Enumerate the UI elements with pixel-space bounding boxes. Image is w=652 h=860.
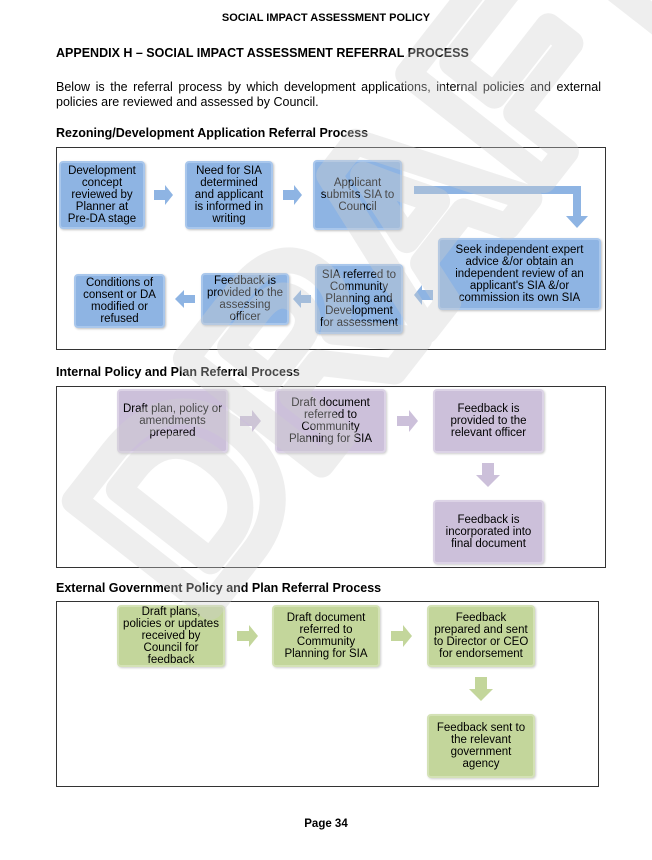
- down-arrow-icon: [476, 463, 500, 487]
- left-arrow-icon: [293, 290, 311, 308]
- process-box-sia-referred: SIA referred to Community Planning and D…: [315, 264, 403, 334]
- section-heading-external: External Government Policy and Plan Refe…: [56, 581, 382, 595]
- left-arrow-icon: [414, 285, 433, 305]
- down-arrow-icon: [469, 677, 493, 701]
- bent-arrow-icon: [414, 186, 588, 228]
- process-box-draft-plans-received: Draft plans, policies or updates receive…: [117, 605, 225, 667]
- process-box-development-concept: Development concept reviewed by Planner …: [59, 161, 145, 229]
- process-box-need-for-sia: Need for SIA determined and applicant is…: [185, 161, 273, 229]
- right-arrow-icon: [397, 410, 418, 432]
- right-arrow-icon: [240, 410, 261, 432]
- process-box-feedback-to-officer: Feedback is provided to the relevant off…: [433, 389, 544, 453]
- right-arrow-icon: [283, 185, 302, 205]
- right-arrow-icon: [154, 185, 173, 205]
- process-box-draft-plan-prepared: Draft plan, policy or amendments prepare…: [117, 389, 228, 453]
- section-heading-internal: Internal Policy and Plan Referral Proces…: [56, 365, 300, 379]
- section-heading-rezoning: Rezoning/Development Application Referra…: [56, 126, 369, 140]
- internal-process-panel: Draft plan, policy or amendments prepare…: [56, 386, 606, 568]
- process-box-feedback-incorporated: Feedback is incorporated into final docu…: [433, 500, 544, 564]
- process-box-draft-document-referred: Draft document referred to Community Pla…: [275, 389, 386, 453]
- process-box-feedback-provided: Feedback is provided to the assessing of…: [201, 273, 289, 325]
- left-arrow-icon: [175, 290, 195, 308]
- process-box-conditions-of-consent: Conditions of consent or DA modified or …: [74, 274, 165, 328]
- appendix-title: APPENDIX H – SOCIAL IMPACT ASSESSMENT RE…: [56, 46, 469, 60]
- right-arrow-icon: [391, 625, 412, 647]
- process-box-feedback-prepared: Feedback prepared and sent to Director o…: [427, 605, 535, 667]
- external-process-panel: Draft plans, policies or updates receive…: [56, 601, 599, 787]
- right-arrow-icon: [237, 625, 258, 647]
- process-box-feedback-sent: Feedback sent to the relevant government…: [427, 714, 535, 778]
- process-box-independent-expert-advice: Seek independent expert advice &/or obta…: [438, 238, 601, 310]
- intro-paragraph: Below is the referral process by which d…: [56, 80, 601, 109]
- document-header-title: SOCIAL IMPACT ASSESSMENT POLICY: [221, 12, 431, 24]
- page-number: Page 34: [304, 818, 348, 830]
- rezoning-process-panel: Development concept reviewed by Planner …: [56, 147, 606, 350]
- process-box-draft-document-referred: Draft document referred to Community Pla…: [272, 605, 380, 667]
- process-box-applicant-submits-sia: Applicant submits SIA to Council: [313, 160, 402, 230]
